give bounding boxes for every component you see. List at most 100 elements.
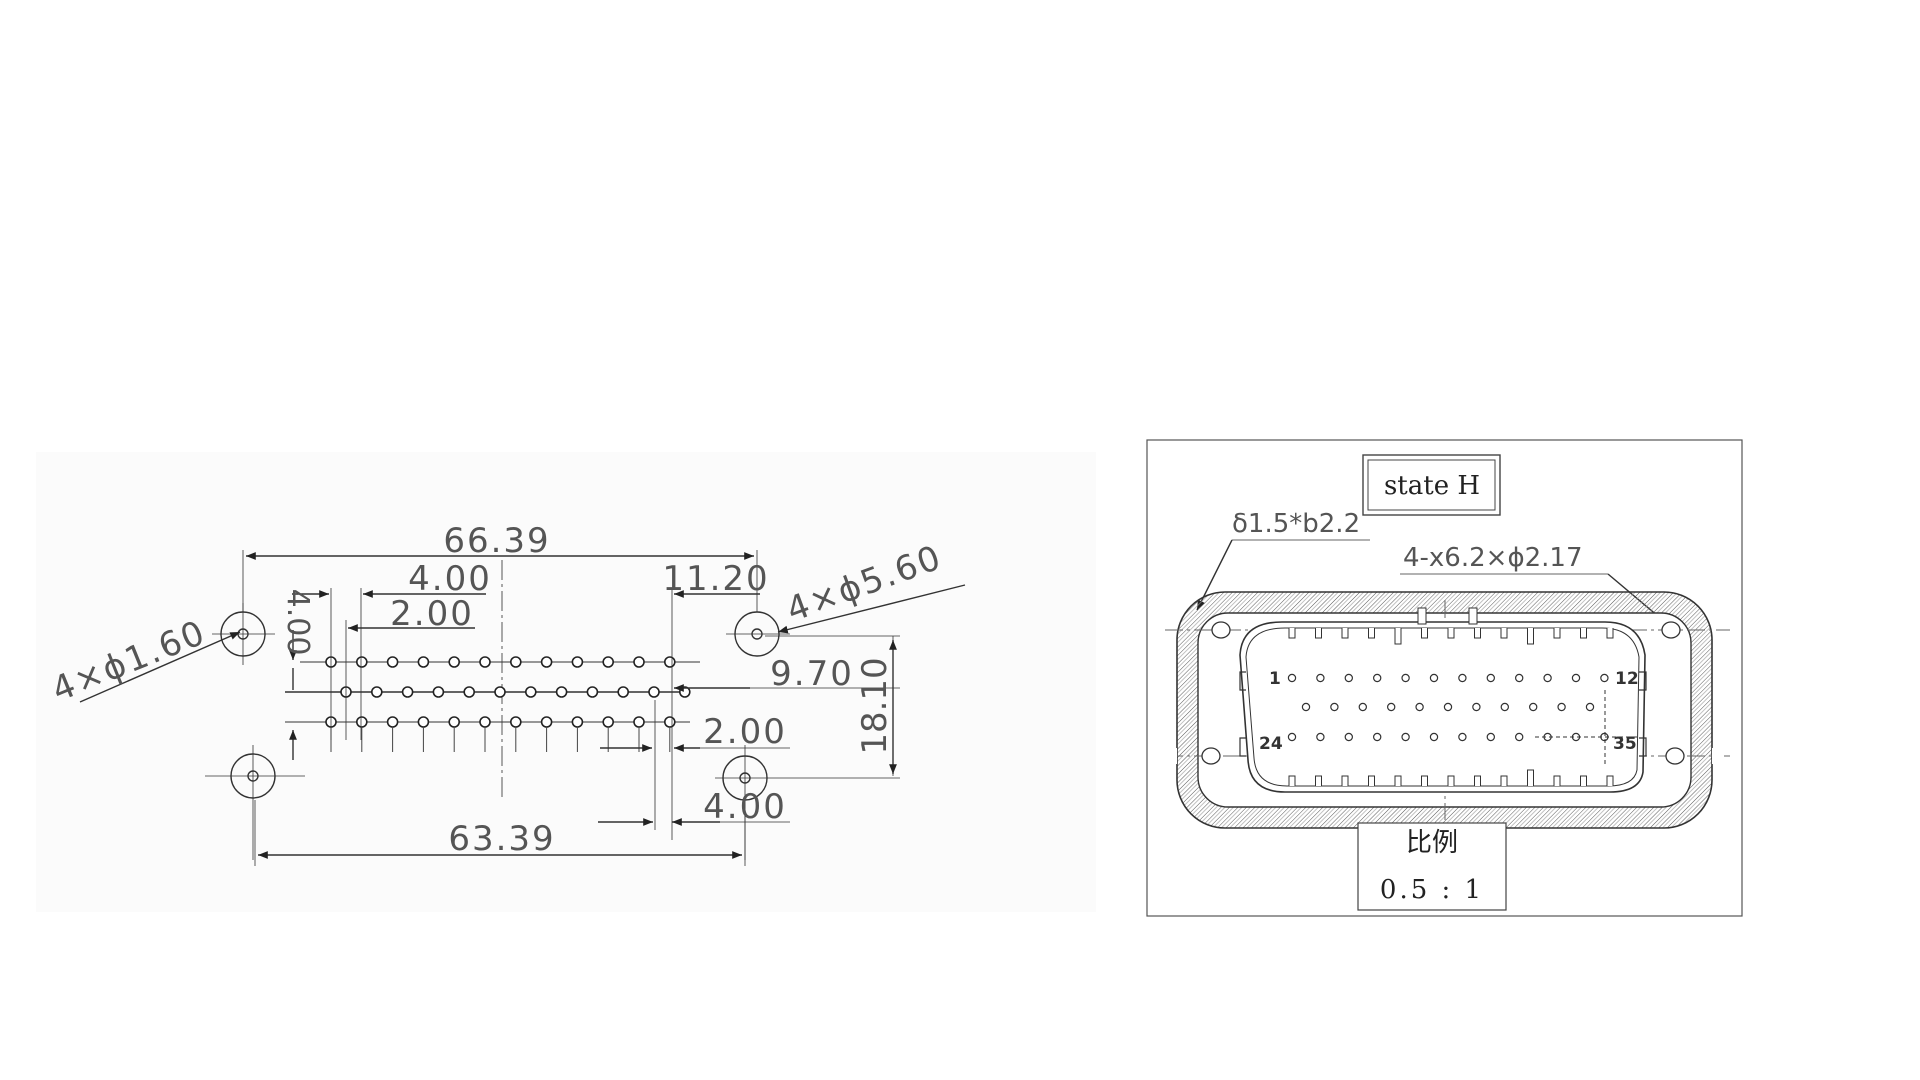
left-pin-bottom (540, 716, 553, 728)
pin-row-1 (1372, 673, 1382, 683)
left-pin-top (509, 656, 522, 668)
left-pin-top (540, 656, 553, 668)
left-pin-bottom (633, 716, 645, 728)
left-pin-middle (648, 686, 660, 698)
pin-row-2 (1358, 702, 1368, 712)
latch-slots-top (1288, 628, 1614, 645)
pin-row-2 (1330, 702, 1339, 712)
latch-slot-top (1553, 628, 1561, 639)
latch-slot-bottom (1447, 775, 1455, 786)
pin-label-35: 35 (1613, 734, 1637, 754)
pin-row-1 (1514, 673, 1524, 683)
left-pin-bottom (355, 716, 368, 728)
pin-row-3 (1344, 732, 1354, 742)
latch-slot-bottom (1527, 769, 1534, 786)
latch-slot-bottom (1553, 775, 1561, 786)
dim-text-4-00-right: 4.00 (703, 787, 787, 827)
latch-slot-top (1447, 628, 1455, 639)
dim-text-66-39: 66.39 (443, 521, 550, 561)
pin-row-1 (1429, 673, 1439, 683)
latch-slot-bottom (1341, 775, 1349, 786)
title-box-inner (1367, 459, 1496, 511)
left-pin-bottom (509, 716, 522, 728)
pin-row-1 (1316, 673, 1325, 683)
left-pin-middle (370, 686, 383, 698)
pin-label-1: 1 (1269, 669, 1281, 689)
pin-row-1 (1600, 673, 1609, 683)
leader-large-hole (777, 584, 966, 634)
left-pin-top (633, 656, 645, 668)
right-connector-view: state H δ1.5*b2.2 4-x6.2×ϕ2.17 (1146, 439, 1743, 917)
dim-text-9-70: 9.70 (770, 654, 854, 694)
left-pin-top (386, 656, 399, 668)
left-connector-drawing (79, 550, 966, 866)
left-pin-bottom (479, 716, 491, 728)
pin-row-1 (1458, 673, 1467, 683)
dim-text-4-00-vertical: 4.00 (280, 589, 315, 656)
pin-row-2 (1301, 702, 1311, 712)
left-pin-top (663, 656, 676, 668)
left-pin-middle (555, 686, 568, 698)
mount-hole-bottom-left (205, 745, 305, 860)
dim-text-4-00-top: 4.00 (408, 559, 492, 599)
pin-row-3 (1316, 732, 1325, 742)
latch-slot-bottom (1368, 775, 1375, 786)
latch-slots-bottom (1288, 769, 1614, 786)
latch-slot-top (1421, 628, 1428, 639)
latch-slot-top (1500, 628, 1508, 639)
left-pin-top (571, 656, 584, 668)
latch-slot-top (1580, 628, 1587, 639)
leader-small-hole (79, 631, 241, 703)
latch-slot-bottom (1394, 775, 1402, 786)
pin-row-3 (1401, 732, 1410, 742)
pin-row-2 (1585, 702, 1595, 712)
pin-row-2 (1500, 702, 1510, 712)
dim-text-2-00-top: 2.00 (390, 594, 474, 634)
dim-text-18-10: 18.10 (855, 657, 895, 754)
scale-value: 0.5 : 1 (1380, 875, 1484, 905)
left-pin-middle (401, 686, 414, 698)
state-title: state H (1384, 471, 1480, 501)
pin-row-3 (1458, 732, 1467, 742)
latch-slot-top (1527, 628, 1534, 645)
left-pin-middle (524, 686, 537, 698)
left-pin-top (448, 656, 461, 668)
left-pin-bottom (571, 716, 584, 728)
pin-row-1 (1571, 673, 1581, 683)
left-pin-bottom (448, 716, 461, 728)
latch-slot-bottom (1580, 775, 1587, 786)
latch-slot-top (1368, 628, 1375, 639)
pin-row-2 (1386, 702, 1396, 712)
pin-label-24: 24 (1259, 734, 1283, 754)
pin-row-1 (1543, 673, 1552, 683)
pin-row-3 (1287, 732, 1297, 742)
scale-box (1357, 822, 1507, 911)
left-pin-top (417, 656, 430, 668)
pin-row-2 (1443, 702, 1453, 712)
left-pin-bottom (602, 716, 615, 728)
pin-row-1 (1344, 673, 1354, 683)
gasket-note: δ1.5*b2.2 (1232, 509, 1360, 539)
left-pin-bottom (386, 716, 399, 728)
latch-slot-top (1341, 628, 1349, 639)
pin-row-2 (1472, 702, 1481, 712)
left-pin-middle (463, 686, 476, 698)
insert-outline (1239, 621, 1646, 793)
latch-slot-bottom (1474, 775, 1481, 786)
pin-row-2 (1557, 702, 1566, 712)
latch-slot-top (1315, 628, 1322, 639)
corner-holes (1201, 621, 1685, 765)
left-pin-middle (432, 686, 445, 698)
left-pin-middle (586, 686, 599, 698)
dim-text-11-20: 11.20 (662, 559, 769, 599)
latch-slot-top (1394, 628, 1402, 645)
pin-row-3 (1372, 732, 1382, 742)
pin-row-2 (1528, 702, 1538, 712)
left-pin-top (479, 656, 491, 668)
latch-slot-bottom (1500, 775, 1508, 786)
latch-slot-bottom (1288, 775, 1296, 786)
left-pin-top (602, 656, 615, 668)
scale-label: 比例 (1406, 828, 1458, 858)
pin-row-1 (1287, 673, 1297, 683)
